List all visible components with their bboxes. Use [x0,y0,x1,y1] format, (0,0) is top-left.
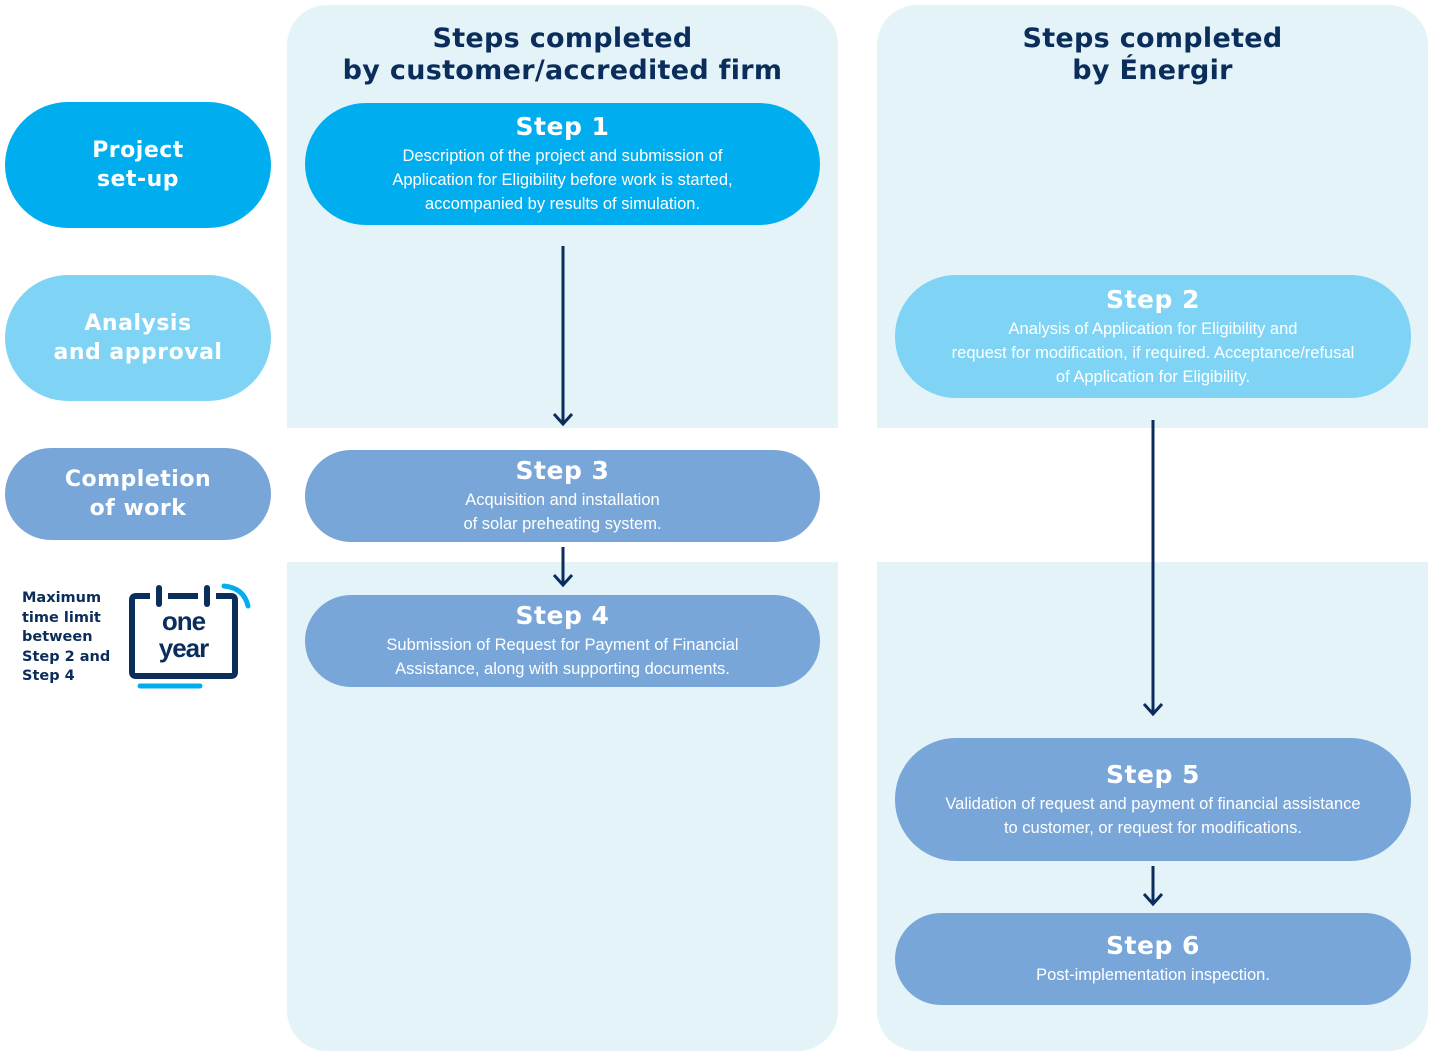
arrow-step1-to-step3 [552,246,574,427]
phase-completion-of-work: Completion of work [5,448,271,540]
step-6-title: Step 6 [1106,931,1200,960]
energir-column-header: Steps completed by Énergir [1022,23,1283,86]
step-4-title: Step 4 [515,601,610,630]
step-6-description: Post-implementation inspection. [1036,966,1270,984]
one-year-line1: one [161,606,206,636]
step-5-title: Step 5 [1106,759,1200,789]
step-2: Step 2 Analysis of Application for Eligi… [895,275,1411,398]
step-4: Step 4 Submission of Request for Payment… [305,595,820,687]
arrow-step5-to-step6 [1142,866,1164,907]
step-1: Step 1 Description of the project and su… [305,103,820,225]
one-year-line2: year [158,633,210,663]
step-6: Step 6 Post-implementation inspection. [895,913,1411,1005]
step-5: Step 5 Validation of request and payment… [895,738,1411,861]
phase-project-setup: Project set-up [5,102,271,228]
step-2-description: Analysis of Application for Eligibility … [951,319,1355,386]
step-1-description: Description of the project and submissio… [392,147,733,213]
step-1-title: Step 1 [515,112,610,141]
phase-analysis-approval: Analysis and approval [5,275,271,401]
step-4-description: Submission of Request for Payment of Fin… [386,636,739,678]
one-year-calendar-icon: one year [128,578,254,692]
step-3-description: Acquisition and installation of solar pr… [463,491,662,533]
step-2-title: Step 2 [1106,284,1200,314]
step-5-description: Validation of request and payment of fin… [945,794,1361,837]
arrow-step2-to-step5 [1142,420,1164,717]
customer-column-header: Steps completed by customer/accredited f… [342,23,783,86]
time-limit-note: Maximum time limit between Step 2 and St… [22,590,111,684]
arrow-step3-to-step4 [552,547,574,588]
step-3: Step 3 Acquisition and installation of s… [305,450,820,542]
step-3-title: Step 3 [515,456,610,485]
